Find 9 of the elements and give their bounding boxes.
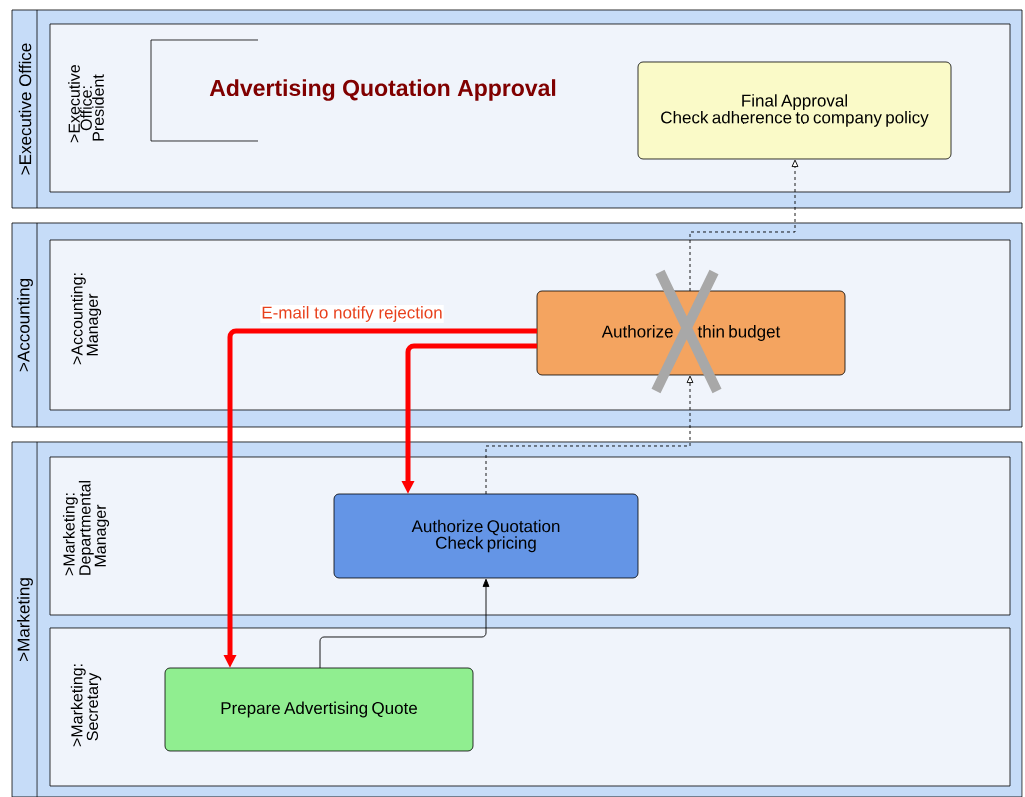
process-box: Prepare Advertising Quote	[164, 667, 474, 752]
arrow	[319, 578, 490, 669]
process-box: Final Approval Check adherence to company policy	[637, 61, 952, 160]
edge-label: E-mail to notify rejection	[260, 305, 444, 323]
process-box: Authorize thin budget	[536, 290, 846, 376]
diagram-title: Advertising Quotation Approval	[209, 79, 556, 101]
process-box: Authorize Quotation Check pricing	[333, 493, 639, 579]
arrow	[689, 159, 799, 292]
arrow	[485, 375, 694, 495]
